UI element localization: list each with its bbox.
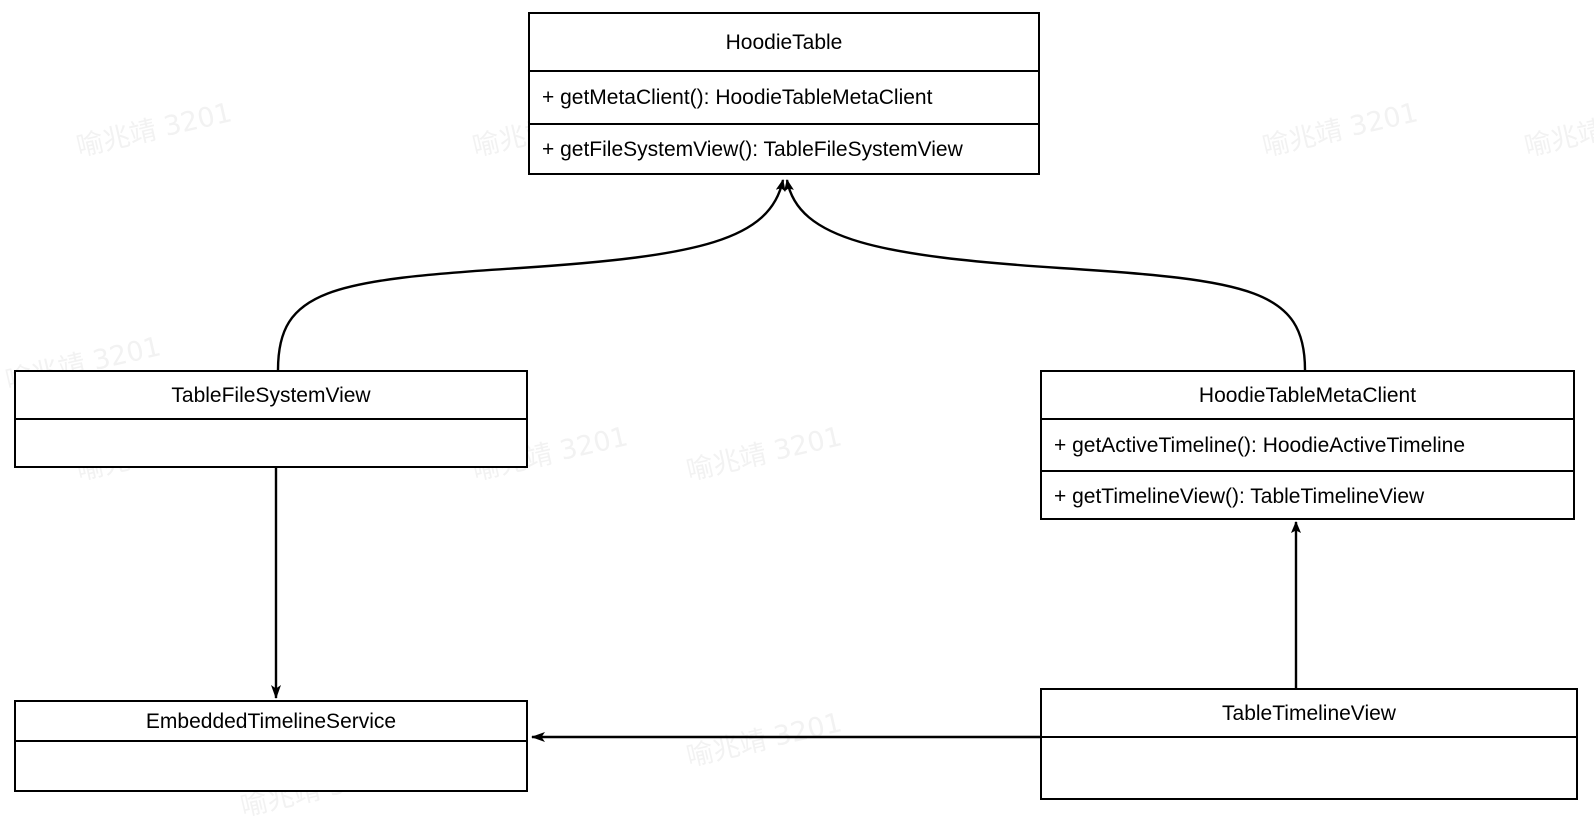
class-empty-compartment (1042, 738, 1576, 800)
class-method-row: + getTimelineView(): TableTimelineView (1042, 470, 1573, 520)
class-empty-compartment (16, 420, 526, 468)
watermark-text: 喻兆靖 3201 (1521, 97, 1594, 164)
class-name-table-timeline-view: TableTimelineView (1042, 690, 1576, 738)
class-name-embedded-timeline-service: EmbeddedTimelineService (16, 702, 526, 742)
watermark-text: 喻兆靖 3201 (1259, 97, 1421, 164)
class-members-embedded-timeline-service (16, 742, 526, 792)
class-name-hoodie-table: HoodieTable (530, 14, 1038, 72)
class-box-table-timeline-view[interactable]: TableTimelineView (1040, 688, 1578, 800)
class-method-row: + getMetaClient(): HoodieTableMetaClient (542, 86, 933, 109)
class-method-row: + getFileSystemView(): TableFileSystemVi… (530, 123, 1038, 173)
class-box-hoodie-table-meta-client[interactable]: HoodieTableMetaClient + getActiveTimeline… (1040, 370, 1575, 520)
class-box-embedded-timeline-service[interactable]: EmbeddedTimelineService (14, 700, 528, 792)
watermark-text: 喻兆靖 3201 (73, 97, 235, 164)
class-members-table-file-system-view (16, 420, 526, 468)
class-members-hoodie-table: + getMetaClient(): HoodieTableMetaClient… (530, 72, 1038, 173)
watermark-text: 喻兆靖 3201 (683, 707, 845, 774)
watermark-text: 喻兆靖 3201 (683, 421, 845, 488)
class-members-hoodie-table-meta-client: + getActiveTimeline(): HoodieActiveTimel… (1042, 420, 1573, 520)
class-box-hoodie-table[interactable]: HoodieTable+ getMetaClient(): HoodieTabl… (528, 12, 1040, 175)
edge-file-system-view-to-hoodie-table (276, 179, 786, 371)
class-members-table-timeline-view (1042, 738, 1576, 800)
class-box-table-file-system-view[interactable]: TableFileSystemView (14, 370, 528, 468)
class-empty-compartment (16, 742, 526, 792)
class-name-table-file-system-view: TableFileSystemView (16, 372, 526, 420)
class-method-row: + getActiveTimeline(): HoodieActiveTimel… (1054, 433, 1466, 457)
edge-meta-client-to-hoodie-table (784, 179, 1307, 371)
class-name-hoodie-table-meta-client: HoodieTableMetaClient (1042, 372, 1573, 420)
